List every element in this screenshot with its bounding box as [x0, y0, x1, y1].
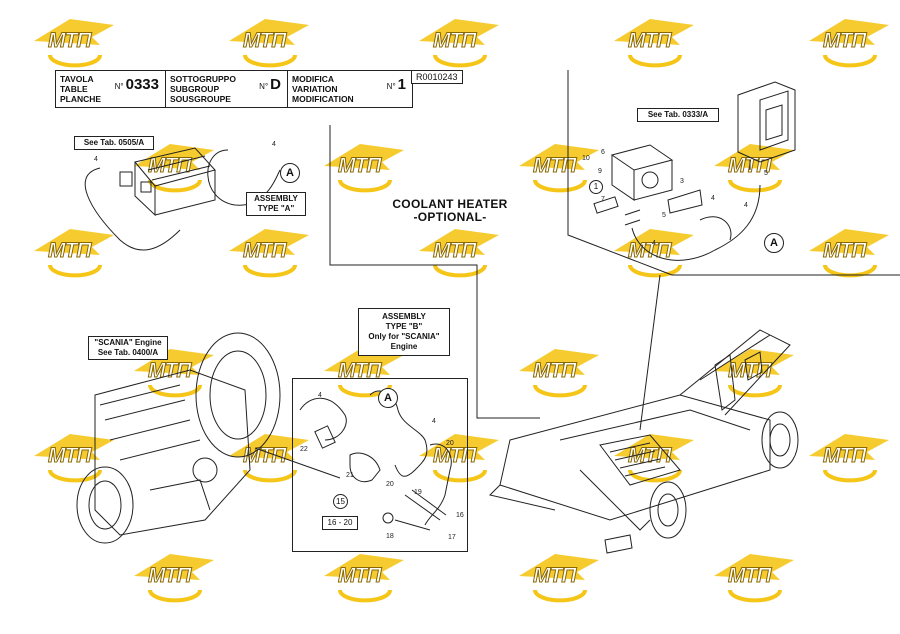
variation-label-en: VARIATION	[292, 84, 338, 94]
variation-no-prefix: N°	[386, 82, 396, 91]
detail-b-frame	[292, 378, 468, 552]
part-17: 17	[448, 534, 456, 541]
part-19: 19	[414, 489, 422, 496]
watermark-logo: МТП	[320, 140, 408, 194]
heater-title-line1: COOLANT HEATER	[392, 197, 508, 211]
assembly-b-line2: TYPE "B"	[385, 322, 423, 331]
watermark-logo: МТП	[30, 15, 118, 69]
watermark-logo: МТП	[30, 430, 118, 484]
variation-label-fr: MODIFICATION	[292, 94, 354, 104]
watermark-logo: МТП	[415, 430, 503, 484]
reach-stacker	[489, 329, 799, 554]
part-5-b: 5	[764, 170, 768, 177]
heater-unit-optional	[593, 81, 796, 261]
scania-line1: "SCANIA" Engine	[94, 338, 162, 347]
callout-a-top: A	[280, 163, 300, 183]
assembly-a-line2: TYPE "A"	[257, 204, 295, 213]
title-block: TAVOLA TABLE PLANCHE N°0333 SOTTOGRUPPO …	[55, 70, 413, 108]
tavola-label-it: TAVOLA	[60, 74, 94, 84]
ref-tab-0333: See Tab. 0333/A	[637, 108, 719, 122]
part-4-e: 4	[652, 240, 656, 247]
tavola-number: 0333	[125, 76, 159, 93]
part-16: 16	[456, 512, 464, 519]
tavola-cell: TAVOLA TABLE PLANCHE N°0333	[56, 71, 166, 107]
callout-1: 1	[589, 180, 603, 194]
watermark-logo: МТП	[130, 345, 218, 399]
part-4-f: 4	[318, 392, 322, 399]
part-7: 7	[601, 196, 605, 203]
tavola-label-fr: PLANCHE	[60, 94, 102, 104]
assembly-b-line1: ASSEMBLY	[382, 312, 426, 321]
part-4-g: 4	[432, 418, 436, 425]
coolant-heater-title: COOLANT HEATER -OPTIONAL-	[380, 198, 520, 224]
scania-line2: See Tab. 0400/A	[97, 348, 159, 357]
detail-b-hoses	[299, 390, 452, 531]
watermark-logo: МТП	[515, 345, 603, 399]
watermark-logo: МТП	[30, 225, 118, 279]
part-4-d: 4	[744, 202, 748, 209]
callout-a-detail: A	[378, 388, 398, 408]
part-18: 18	[386, 533, 394, 540]
watermark-logo: МТП	[320, 550, 408, 604]
subgroup-label-it: SOTTOGRUPPO	[170, 74, 236, 84]
watermark-logo: МТП	[610, 15, 698, 69]
variation-cell: MODIFICA VARIATION MODIFICATION N°1	[288, 71, 412, 107]
subgroup-label-fr: SOUSGROUPE	[170, 94, 231, 104]
subgroup-no-prefix: N°	[259, 82, 269, 91]
callout-a-right: A	[764, 233, 784, 253]
watermark-logo: МТП	[805, 430, 893, 484]
watermark-logo: МТП	[805, 225, 893, 279]
watermark-logo: МТП	[415, 225, 503, 279]
watermark-logo: МТП	[225, 15, 313, 69]
variation-label-it: MODIFICA	[292, 74, 335, 84]
part-4-c: 4	[711, 195, 715, 202]
part-10: 10	[582, 155, 590, 162]
subgroup-label-en: SUBGROUP	[170, 84, 220, 94]
part-21: 21	[346, 472, 354, 479]
assembly-b-label: ASSEMBLY TYPE "B" Only for "SCANIA" Engi…	[358, 308, 450, 356]
watermark-logo: МТП	[130, 550, 218, 604]
part-6: 6	[601, 149, 605, 156]
heater-unit-a	[84, 147, 281, 251]
part-4-a: 4	[94, 156, 98, 163]
engine-scania	[76, 332, 281, 544]
tavola-no-prefix: N°	[114, 82, 124, 91]
part-9: 9	[598, 168, 602, 175]
part-3: 3	[680, 178, 684, 185]
assembly-a-line1: ASSEMBLY	[254, 194, 298, 203]
watermark-logo: МТП	[710, 550, 798, 604]
part-20-b: 20	[386, 481, 394, 488]
assembly-b-line4: Engine	[390, 342, 418, 351]
ref-tab-0505: See Tab. 0505/A	[74, 136, 154, 150]
watermark-logo: МТП	[515, 140, 603, 194]
watermark-logo: МТП	[225, 225, 313, 279]
scania-engine-ref: "SCANIA" Engine See Tab. 0400/A	[88, 336, 168, 360]
assembly-b-line3: Only for "SCANIA"	[368, 332, 440, 341]
watermark-logo: МТП	[515, 550, 603, 604]
variation-number: 1	[397, 76, 406, 93]
callout-15: 15	[333, 494, 348, 509]
watermark-logo: МТП	[415, 15, 503, 69]
part-20-a: 20	[446, 440, 454, 447]
tavola-label-en: TABLE	[60, 84, 88, 94]
drawing-code: R0010243	[411, 70, 463, 84]
range-label: 16 - 20	[322, 516, 358, 530]
part-5-a: 5	[662, 212, 666, 219]
heater-title-line2: -OPTIONAL-	[413, 210, 487, 224]
part-4-b: 4	[272, 141, 276, 148]
part-22: 22	[300, 446, 308, 453]
assembly-a-label: ASSEMBLY TYPE "A"	[246, 192, 306, 216]
subgroup-cell: SOTTOGRUPPO SUBGROUP SOUSGROUPE N°D	[166, 71, 288, 107]
watermark-logo: МТП	[805, 15, 893, 69]
subgroup-number: D	[270, 76, 281, 93]
